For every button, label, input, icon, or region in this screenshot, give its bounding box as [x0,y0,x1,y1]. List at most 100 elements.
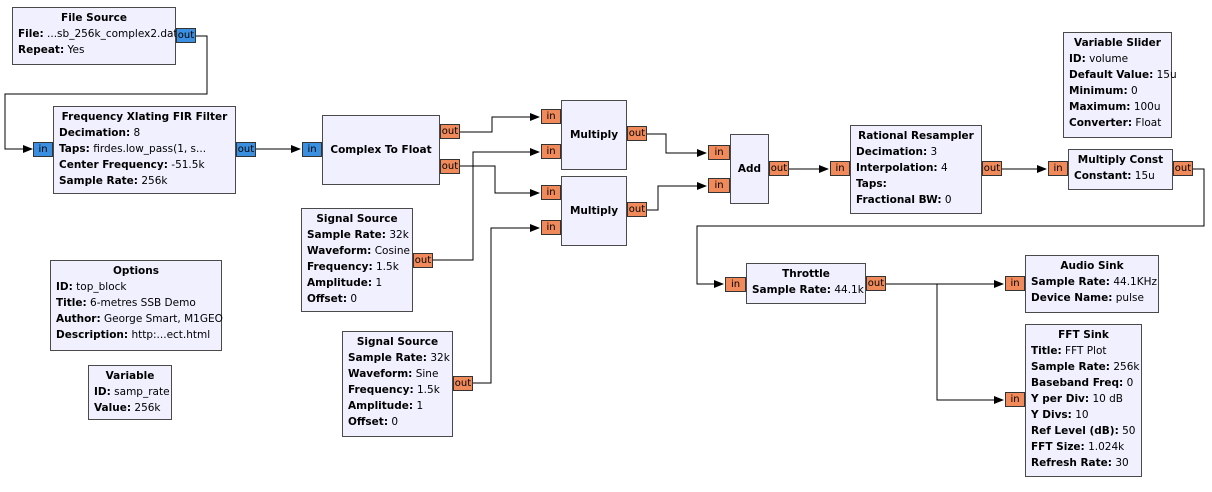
multiply2-out-port[interactable]: out [627,202,647,217]
param-row: Title: 6-metres SSB Demo [56,297,196,309]
param-row: File: ...sb_256k_complex2.dat [18,28,178,40]
block-title: Rational Resampler [858,130,974,142]
complex-to-float-block[interactable]: Complex To Float [322,115,440,185]
signal-source2-out-port[interactable]: out [453,376,473,391]
param-row: Sample Rate: 256k [59,175,168,187]
c2f-out-port-2[interactable]: out [440,159,460,174]
param-row: Ref Level (dB): 50 [1031,425,1136,437]
audio-sink-block[interactable]: Audio Sink Sample Rate: 44.1KHz Device N… [1025,255,1159,313]
param-row: Fractional BW: 0 [856,194,952,206]
add-block[interactable]: Add [730,134,769,204]
param-row: Refresh Rate: 30 [1031,457,1129,469]
multiply2-in-port-1[interactable]: in [541,185,561,200]
resampler-in-port[interactable]: in [830,161,850,176]
fft-sink-in-port[interactable]: in [1005,392,1025,407]
audio-sink-in-port[interactable]: in [1005,276,1025,291]
xlating-out-port[interactable]: out [236,142,256,157]
fft-sink-block[interactable]: FFT Sink Title: FFT Plot Sample Rate: 25… [1025,324,1142,477]
param-row: Repeat: Yes [18,44,85,56]
param-row: Waveform: Sine [348,368,439,380]
throttle-in-port[interactable]: in [725,277,746,292]
param-row: Decimation: 3 [856,146,938,158]
param-row: Baseband Freq: 0 [1031,377,1134,389]
param-row: Sample Rate: 44.1k [752,284,864,296]
param-row: Taps: firdes.low_pass(1, s... [59,143,207,155]
wire-throttle-to-fft [886,283,1004,404]
block-title: Variable [105,370,155,382]
block-title: Multiply Const [1077,154,1164,166]
multiply2-in-port-2[interactable]: in [541,220,561,235]
block-title: Audio Sink [1060,260,1124,272]
block-title: FFT Sink [1058,329,1109,341]
param-row: Interpolation: 4 [856,162,948,174]
throttle-out-port[interactable]: out [866,276,886,291]
param-row: Offset: 0 [348,416,399,428]
resampler-out-port[interactable]: out [982,161,1002,176]
param-row: Y Divs: 10 [1031,409,1089,421]
wire-multiply1-to-add [646,133,707,157]
block-title: Complex To Float [330,144,432,156]
multiply1-in-port-1[interactable]: in [541,109,561,124]
block-title: Add [737,163,762,175]
block-title: Multiply [569,129,619,141]
param-row: Taps: [856,178,887,190]
signal-source1-out-port[interactable]: out [413,253,433,268]
block-title: File Source [61,12,127,24]
param-row: Center Frequency: -51.5k [59,159,205,171]
add-out-port[interactable]: out [769,161,789,176]
multiply-const-block[interactable]: Multiply Const Constant: 15u [1068,149,1173,190]
throttle-block[interactable]: Throttle Sample Rate: 44.1k [746,263,866,304]
multiply1-in-port-2[interactable]: in [541,144,561,159]
param-row: FFT Size: 1.024k [1031,441,1125,453]
param-row: Author: George Smart, M1GEO [56,313,223,325]
param-row: Constant: 15u [1074,170,1155,182]
param-row: ID: samp_rate [94,386,170,398]
add-in-port-1[interactable]: in [708,145,730,160]
param-row: Device Name: pulse [1031,292,1144,304]
param-row: Waveform: Cosine [307,245,410,257]
multiply-block-1[interactable]: Multiply [561,100,627,170]
signal-source-block-1[interactable]: Signal Source Sample Rate: 32k Waveform:… [301,208,413,312]
param-row: ID: volume [1069,53,1129,65]
block-title: Variable Slider [1074,37,1161,49]
param-row: Converter: Float [1069,117,1162,129]
rational-resampler-block[interactable]: Rational Resampler Decimation: 3 Interpo… [850,125,982,214]
param-row: Title: FFT Plot [1031,345,1107,357]
param-row: Sample Rate: 32k [348,352,450,364]
add-in-port-2[interactable]: in [708,178,730,193]
variable-slider-block[interactable]: Variable Slider ID: volume Default Value… [1063,32,1177,138]
param-row: Value: 256k [94,402,161,414]
multiply-block-2[interactable]: Multiply [561,176,627,246]
param-row: Sample Rate: 256k [1031,361,1140,373]
param-row: Description: http:...ect.html [56,329,211,341]
param-row: Y per Div: 10 dB [1031,393,1124,405]
xlating-in-port[interactable]: in [33,142,53,157]
options-block[interactable]: Options ID: top_block Title: 6-metres SS… [50,260,223,351]
param-row: Default Value: 15u [1069,69,1177,81]
param-row: Sample Rate: 44.1KHz [1031,276,1158,288]
file-source-block[interactable]: File Source File: ...sb_256k_complex2.da… [12,7,178,65]
mulconst-in-port[interactable]: in [1048,161,1068,176]
param-row: Sample Rate: 32k [307,229,409,241]
c2f-out-port-1[interactable]: out [440,124,460,139]
param-row: Minimum: 0 [1069,85,1138,97]
mulconst-out-port[interactable]: out [1173,161,1193,176]
signal-source-block-2[interactable]: Signal Source Sample Rate: 32k Waveform:… [342,331,453,437]
param-row: Frequency: 1.5k [307,261,399,273]
c2f-in-port[interactable]: in [302,142,322,157]
param-row: ID: top_block [56,281,127,293]
file-source-out-port[interactable]: out [176,28,196,43]
multiply1-out-port[interactable]: out [627,126,647,141]
param-row: Offset: 0 [307,293,358,305]
wire-sigsrc2-to-multiply2 [472,224,540,384]
block-title: Throttle [782,268,830,280]
param-row: Amplitude: 1 [307,277,383,289]
variable-block[interactable]: Variable ID: samp_rate Value: 256k [88,365,172,420]
wire-c2f-out2-to-multiply2 [460,165,540,197]
block-title: Signal Source [356,336,439,348]
wire-c2f-out1-to-multiply1 [460,113,540,133]
param-row: Frequency: 1.5k [348,384,440,396]
freq-xlating-fir-filter-block[interactable]: Frequency Xlating FIR Filter Decimation:… [53,106,236,194]
param-row: Decimation: 8 [59,127,141,139]
